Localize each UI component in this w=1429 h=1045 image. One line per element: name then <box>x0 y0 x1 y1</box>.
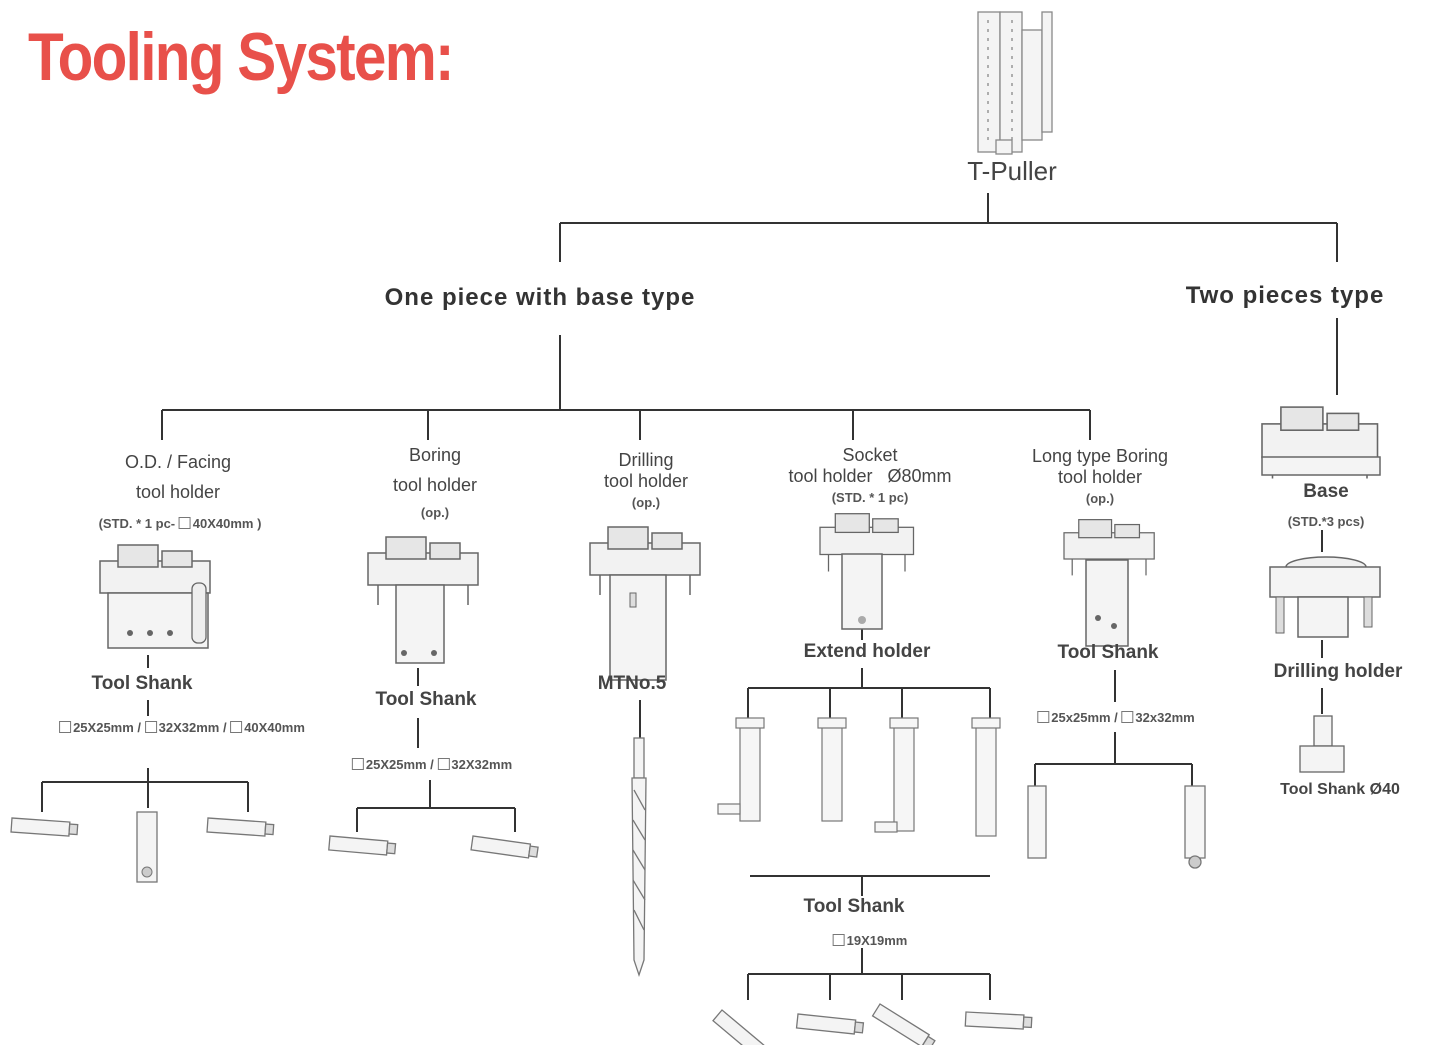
drilling-title: Drilling tool holder (op.) <box>603 450 689 510</box>
od-facing-spec: (STD. * 1 pc- 40X40mm ) <box>98 516 262 531</box>
tool-holder-icon <box>1063 519 1155 647</box>
od-facing-shank-sizes: 25X25mm / 32X32mm / 40X40mm <box>59 720 305 735</box>
square-icon <box>178 517 191 529</box>
tool-bit-icon <box>470 835 540 860</box>
boring-shank-sizes: 25X25mm / 32X32mm <box>351 757 512 772</box>
base-label: Base <box>1303 481 1349 502</box>
tool-holder-icon <box>367 536 479 664</box>
base-icon <box>1261 406 1381 480</box>
extend-holder-label: Extend holder <box>803 641 931 662</box>
one-piece-branch-label: One piece with base type <box>384 284 696 311</box>
tool-holder-icon <box>589 526 701 681</box>
t-puller-icon <box>977 11 1053 155</box>
tool-holder-icon <box>819 513 915 630</box>
tool-bit-icon <box>1027 785 1206 869</box>
base-spec: (STD.*3 pcs) <box>1287 514 1365 529</box>
square-icon <box>832 934 845 946</box>
square-icon <box>1121 711 1134 723</box>
long-boring-title: Long type Boring tool holder (op.) <box>1031 446 1169 506</box>
socket-title: Socket tool holder Ø80mm (STD. * 1 pc) <box>788 445 952 505</box>
od-facing-shank-label: Tool Shank <box>91 673 193 694</box>
boring-shank-label: Tool Shank <box>375 689 477 710</box>
long-boring-shank-sizes: 25x25mm / 32x32mm <box>1037 710 1195 725</box>
square-icon <box>59 721 72 733</box>
square-icon <box>437 758 450 770</box>
tool-holder-icon <box>99 544 211 649</box>
drilling-holder-icon <box>1269 556 1381 638</box>
drilling-holder-label: Drilling holder <box>1273 661 1403 682</box>
drilling-taper-label: MTNo.5 <box>597 673 667 694</box>
square-icon <box>351 758 364 770</box>
tool-bit-icon <box>964 1011 1033 1031</box>
tool-bit-icon <box>136 811 158 883</box>
tool-shank-40-label: Tool Shank Ø40 <box>1280 781 1400 798</box>
square-icon <box>230 721 243 733</box>
drill-icon <box>631 737 647 978</box>
socket-shank-size: 19X19mm <box>832 933 907 948</box>
tool-bit-icon <box>328 835 397 857</box>
drilling-holder-icon <box>1299 715 1345 773</box>
t-puller-label: T-Puller <box>967 156 1057 186</box>
tool-bit-icon <box>871 1003 937 1045</box>
tool-bit-icon <box>795 1013 865 1036</box>
square-icon <box>144 721 157 733</box>
tool-bit-icon <box>712 1009 774 1045</box>
socket-shank-label: Tool Shank <box>803 896 905 917</box>
od-facing-title: O.D. / Facing tool holder <box>124 452 232 502</box>
extend-holder-icon <box>717 717 1001 837</box>
page-title: Tooling System: <box>28 19 454 95</box>
two-pieces-branch-label: Two pieces type <box>1185 282 1385 309</box>
long-boring-shank-label: Tool Shank <box>1057 642 1159 663</box>
tool-bit-icon <box>206 817 275 838</box>
square-icon <box>1037 711 1050 723</box>
connector-lines <box>41 193 1338 1000</box>
boring-title: Boring tool holder (op.) <box>392 445 478 520</box>
tool-bit-icon <box>10 817 79 838</box>
